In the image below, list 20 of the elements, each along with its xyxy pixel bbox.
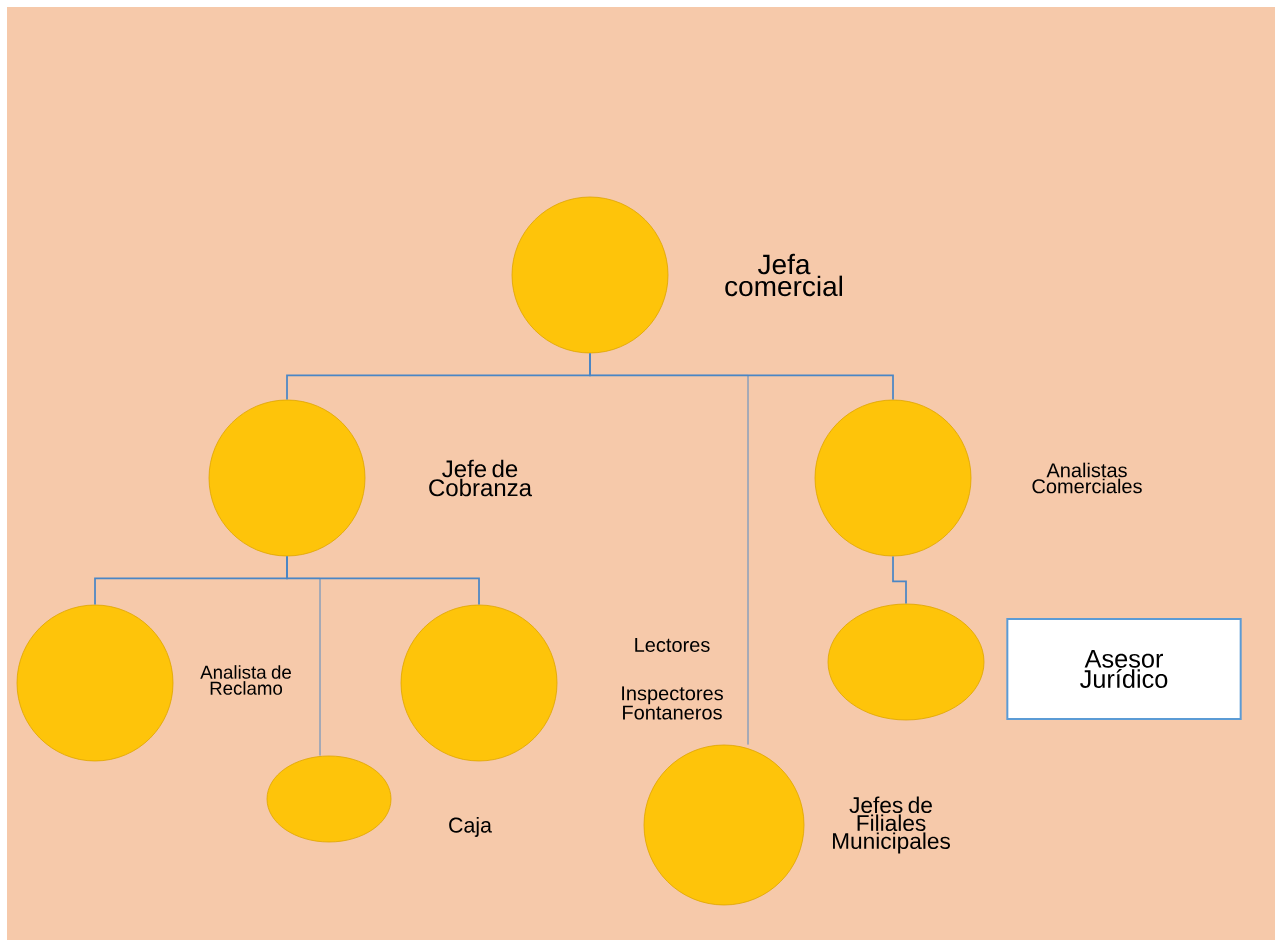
- ellipse-shape: [266, 755, 392, 843]
- node-caption: Analistas Comerciales: [1032, 462, 1142, 494]
- circle-shape: [208, 399, 366, 557]
- connector-line: [892, 555, 907, 605]
- role-label: Inspectores Fontaneros: [622, 686, 723, 720]
- node-caption: Jefa comercial: [725, 253, 842, 297]
- circle-shape: [511, 196, 669, 354]
- ellipse-shape: [827, 603, 985, 721]
- node-caption: Caja: [449, 817, 492, 837]
- node-caption: Jefes de Filiales Municipales: [833, 796, 950, 854]
- connector-line: [589, 352, 749, 746]
- node-caption: Jefe de Cobranza: [429, 459, 532, 497]
- node-caption: Analista de Reclamo: [200, 665, 291, 695]
- circle-shape: [814, 399, 972, 557]
- title-box: Asesor Jurídico: [1006, 618, 1242, 720]
- circle-shape: [16, 604, 174, 762]
- circle-shape: [643, 744, 805, 906]
- connector-line: [286, 555, 480, 606]
- circle-shape: [400, 604, 558, 762]
- role-label: Lectores: [635, 638, 710, 652]
